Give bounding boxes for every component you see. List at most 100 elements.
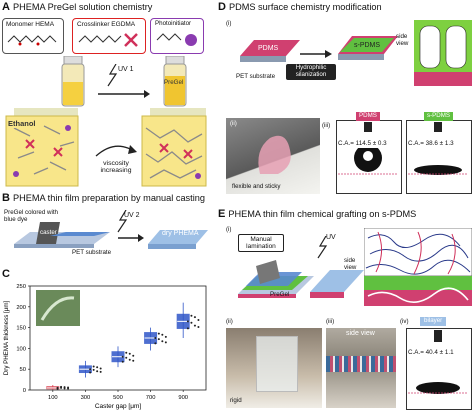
y-tick-label: 0: [23, 388, 26, 394]
data-point: [186, 327, 189, 330]
y-tick-label: 50: [20, 367, 26, 373]
x-tick-label: 300: [81, 395, 91, 401]
crosslinker-label: Crosslinker EGDMA: [77, 21, 136, 28]
spdms-ca-value: C.A.= 38.6 ± 1.3: [408, 140, 454, 148]
data-point: [157, 332, 160, 335]
data-point: [190, 314, 193, 317]
data-point: [56, 386, 59, 389]
rigid-film: [256, 336, 298, 392]
bilayer-tag: bilayer: [420, 317, 447, 326]
dry-phema-film: [148, 230, 208, 249]
data-point: [96, 366, 99, 369]
y-tick-label: 150: [16, 326, 26, 332]
x-tick-label: 100: [48, 395, 58, 401]
pdms-ca-value: C.A.= 114.5 ± 0.3: [338, 140, 387, 148]
bilayer-ca-value: C.A.= 40.4 ± 1.1: [408, 349, 454, 357]
pregel-vial: [163, 56, 187, 107]
spdms-side-view: [414, 20, 472, 86]
data-point: [161, 333, 164, 336]
e-sub-ii: (ii): [226, 318, 233, 325]
data-point: [92, 368, 95, 371]
side-view-label-d: side view: [396, 33, 409, 47]
data-point: [164, 335, 167, 338]
e-sub-iii: (iii): [326, 318, 335, 325]
flexible-sheet: [258, 135, 291, 174]
pregel-vial-label: PreGel: [164, 79, 184, 86]
uv-label-e: UV: [326, 234, 336, 241]
data-point: [193, 324, 196, 327]
flexible-label: flexible and sticky: [232, 183, 281, 190]
pdms-tag: PDMS: [356, 112, 380, 121]
spdms-contact-angle: [406, 120, 472, 194]
x-tick-label: 500: [113, 395, 123, 401]
ethanol-vial: [61, 56, 85, 107]
data-point: [125, 356, 128, 359]
viscosity-arrow: [95, 145, 137, 157]
y-tick-label: 250: [16, 284, 26, 290]
pdms-sheet: [240, 40, 300, 62]
data-point: [60, 385, 63, 388]
d-sub-ii-label: (ii): [230, 120, 237, 127]
side-view-label-e: side view: [344, 257, 357, 271]
lamination-label: Manual lamination: [238, 234, 284, 253]
x-tick-label: 700: [146, 395, 156, 401]
uv1-label: UV 1: [118, 66, 134, 73]
data-point: [157, 338, 160, 341]
data-point: [63, 387, 66, 390]
uv1-arrow: [98, 64, 150, 98]
grafted-film: [310, 270, 364, 298]
spdms-droplet: [408, 122, 468, 175]
data-point: [92, 365, 95, 368]
film-photo-inset: [36, 290, 80, 326]
data-point: [197, 326, 200, 329]
data-point: [164, 341, 167, 344]
lamination-diagram: [238, 260, 314, 298]
e-sub-i: (i): [226, 226, 232, 233]
y-tick-label: 100: [16, 346, 26, 352]
caster-label: caster: [40, 229, 57, 236]
data-point: [99, 367, 102, 370]
y-axis-label: Dry PHEMA thickness [μm]: [3, 301, 10, 376]
rigid-label: rigid: [230, 397, 242, 404]
viscosity-label: viscosity increasing: [100, 160, 132, 175]
data-point: [154, 342, 157, 345]
thickness-chart: Dry PHEMA thickness [μm] Caster gap [μm]…: [3, 284, 207, 410]
x-axis-label: Caster gap [μm]: [95, 403, 142, 410]
spdms-sheet: [338, 36, 398, 60]
panel-c-letter: C: [2, 268, 10, 280]
data-point: [96, 370, 99, 373]
uv2-label: UV 2: [124, 212, 140, 219]
data-point: [125, 351, 128, 354]
casting-diagram: [14, 222, 110, 248]
pet-substrate-label-d: PET substrate: [236, 73, 276, 80]
data-point: [128, 352, 131, 355]
pdms-droplet: [338, 122, 398, 175]
uv-arrow-e: [317, 236, 328, 259]
monomer-label: Monomer HEMA: [6, 21, 55, 28]
pregel-solution-cube: [141, 108, 207, 187]
data-point: [121, 355, 124, 358]
spdms-label: s-PDMS: [354, 42, 381, 49]
egdma-molecule: [78, 33, 138, 47]
bilayer-droplet: [408, 330, 468, 394]
ethanol-label: Ethanol: [8, 119, 36, 129]
d-sub-iii: (iii): [322, 122, 331, 129]
d-sub-i: (i): [226, 20, 232, 27]
data-point: [154, 337, 157, 339]
uv2-arrow: [117, 210, 144, 242]
side-view-photo-label: side view: [346, 330, 375, 337]
data-point: [99, 370, 102, 373]
y-tick-label: 200: [16, 305, 26, 311]
data-point: [67, 386, 70, 389]
hema-molecule: [7, 35, 57, 46]
pregel-blue-label: PreGel colored with blue dye: [4, 209, 58, 223]
photoinitiator-molecule: [156, 33, 197, 46]
monomer-box: [2, 18, 64, 54]
data-point: [193, 316, 196, 319]
pet-substrate-label-b: PET substrate: [72, 249, 112, 256]
data-point: [161, 340, 164, 343]
data-point: [132, 359, 135, 362]
